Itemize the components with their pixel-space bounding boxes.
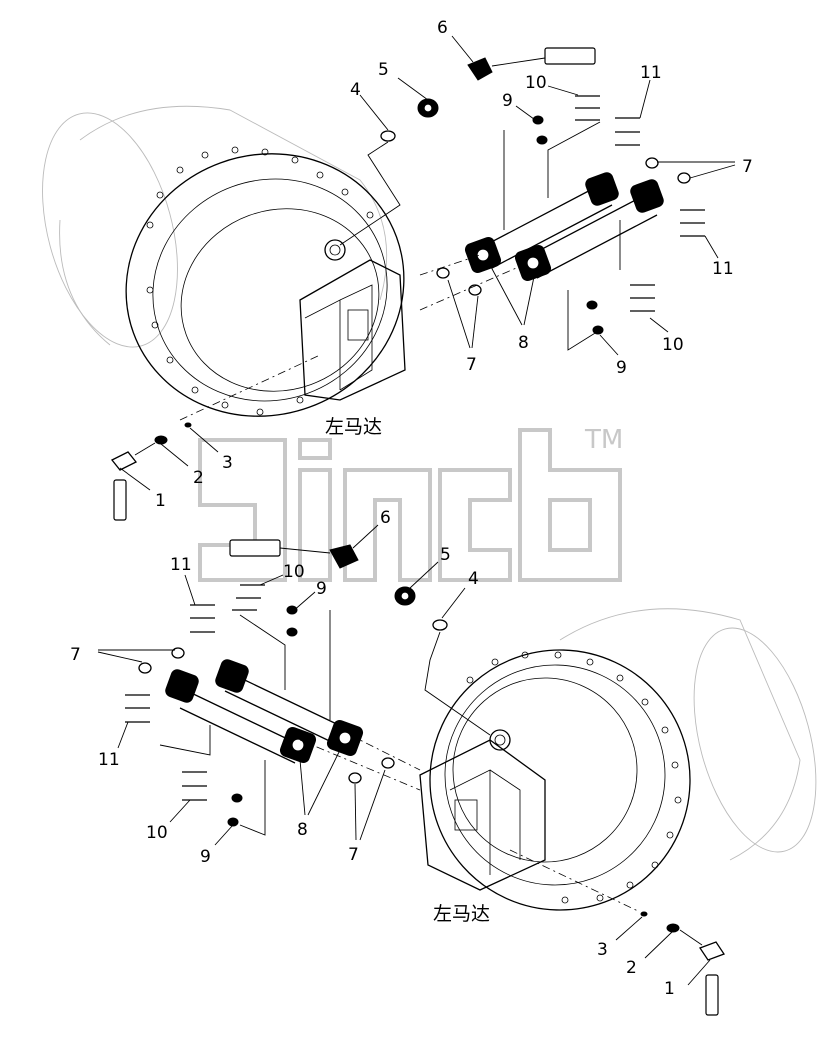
flange-bolt-holes-lower xyxy=(466,651,682,904)
elbow-6-lower xyxy=(329,544,359,569)
bolts-upper xyxy=(575,95,705,312)
callout-9b: 9 xyxy=(616,358,627,378)
lower-callouts: 1 2 3 4 5 6 7 7 8 9 9 10 10 11 11 左马达 xyxy=(70,508,675,999)
callout-10a-lower: 10 xyxy=(283,562,305,582)
elbow-fitting-1 xyxy=(110,451,138,471)
callout-11a-lower: 11 xyxy=(170,555,192,575)
callout-8: 8 xyxy=(518,333,529,353)
flange-bolt-holes xyxy=(146,146,374,416)
callout-4: 4 xyxy=(350,80,361,100)
trademark-symbol: TM xyxy=(584,425,623,455)
callout-10b-lower: 10 xyxy=(146,823,168,843)
callout-5: 5 xyxy=(378,60,389,80)
upper-port-fittings xyxy=(110,422,192,521)
lower-tube-assembly xyxy=(125,584,421,836)
callout-9b-lower: 9 xyxy=(200,847,211,867)
oring-3-lower xyxy=(640,911,648,917)
callout-11a: 11 xyxy=(640,63,662,83)
split-flange-8 xyxy=(464,172,664,282)
callout-1-lower: 1 xyxy=(664,979,675,999)
upper-tube-assembly xyxy=(419,95,705,351)
callout-7a-lower: 7 xyxy=(70,645,81,665)
callout-2: 2 xyxy=(193,468,204,488)
callout-10a: 10 xyxy=(525,73,547,93)
upper-motor-caption: 左马达 xyxy=(325,416,382,438)
callout-7b: 7 xyxy=(466,355,477,375)
callout-4-lower: 4 xyxy=(468,569,479,589)
upper-travel-motor xyxy=(42,105,406,421)
oring-4 xyxy=(380,130,396,142)
callout-11b: 11 xyxy=(712,259,734,279)
callout-3: 3 xyxy=(222,453,233,473)
callout-3-lower: 3 xyxy=(597,940,608,960)
elbow-fitting-1-lower xyxy=(699,941,725,961)
oring-4-lower xyxy=(432,619,448,631)
lower-travel-motor xyxy=(419,608,817,913)
callout-1: 1 xyxy=(155,491,166,511)
callout-2-lower: 2 xyxy=(626,958,637,978)
adapter-2-lower xyxy=(666,923,680,933)
washers-lower xyxy=(227,605,298,827)
split-flange-8-lower xyxy=(165,659,364,764)
callout-6: 6 xyxy=(437,18,448,38)
callout-8-lower: 8 xyxy=(297,820,308,840)
watermark: TM xyxy=(198,425,623,582)
callout-7b-lower: 7 xyxy=(348,845,359,865)
lower-leaders xyxy=(97,524,711,986)
upper-leaders xyxy=(119,35,736,491)
washers-upper xyxy=(532,115,604,335)
adapter-2 xyxy=(154,435,168,445)
callout-5-lower: 5 xyxy=(440,545,451,565)
upper-callouts: 1 2 3 4 5 6 7 7 8 9 9 10 10 11 11 左马达 xyxy=(155,18,753,511)
upper-hose-connector xyxy=(339,47,596,246)
oring-3 xyxy=(184,422,192,428)
lower-hose-connector xyxy=(229,539,491,736)
lower-motor-caption: 左马达 xyxy=(433,903,490,925)
callout-6-lower: 6 xyxy=(380,508,391,528)
callout-11b-lower: 11 xyxy=(98,750,120,770)
callout-9a-lower: 9 xyxy=(316,579,327,599)
elbow-6 xyxy=(467,57,493,81)
callout-9a: 9 xyxy=(502,91,513,111)
lower-port-fittings xyxy=(640,911,725,1016)
callout-7a: 7 xyxy=(742,157,753,177)
callout-10b: 10 xyxy=(662,335,684,355)
